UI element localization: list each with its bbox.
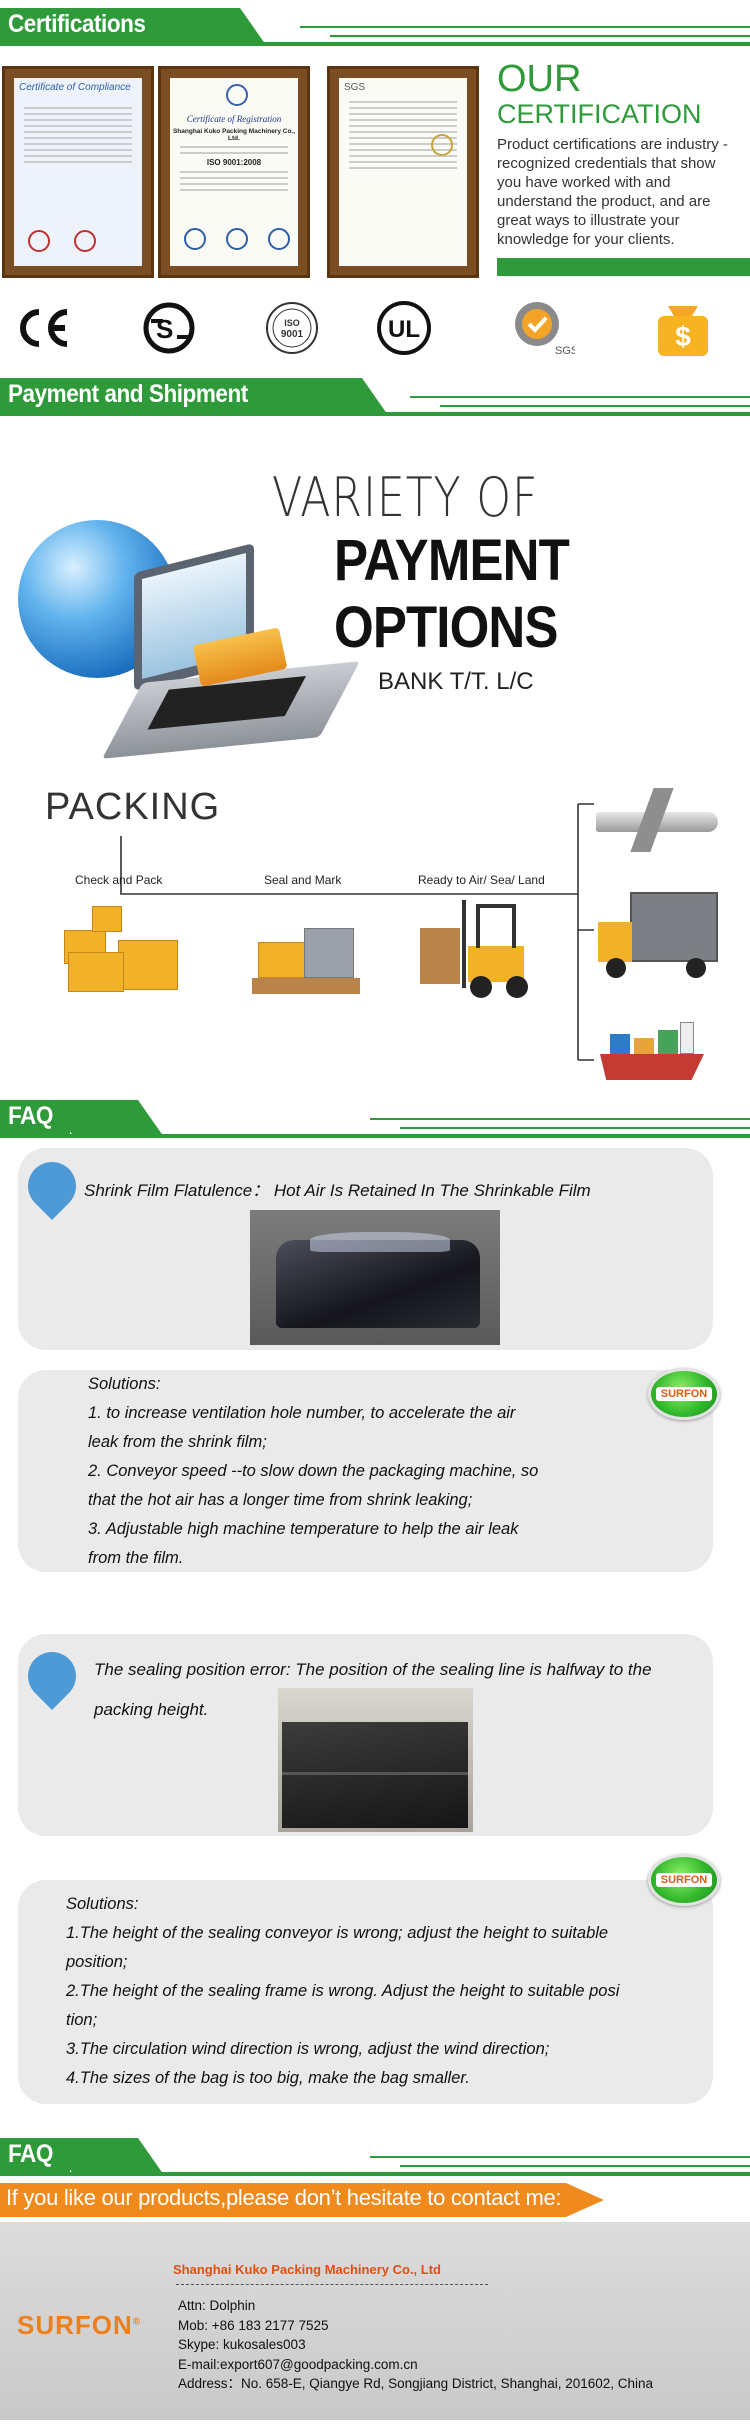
money-bag-icon: $ [650, 296, 716, 360]
solution-line: 3.The circulation wind direction is wron… [66, 2040, 550, 2058]
section-title-certifications: Certifications [8, 10, 146, 38]
surfon-badge-text: SURFON [655, 1873, 713, 1887]
contact-info: Attn: Dolphin Mob: +86 183 2177 7525 Sky… [178, 2296, 653, 2394]
contact-mobile: Mob: +86 183 2177 7525 [178, 2317, 329, 2333]
solution-title: Solutions: [66, 1895, 139, 1913]
svg-text:UL: UL [388, 316, 420, 343]
svg-text:$: $ [675, 321, 691, 352]
contact-attn: Attn: Dolphin [178, 2298, 256, 2313]
svg-text:9001: 9001 [281, 329, 304, 340]
solution-2: Solutions: 1.The height of the sealing c… [66, 1890, 619, 2093]
step-check-and-pack: Check and Pack [75, 873, 163, 887]
solution-title: Solutions: [88, 1375, 161, 1393]
certificate-frame-registration: Certificate of Registration Shanghai Kuk… [158, 66, 310, 278]
solution-line: tion; [66, 2011, 98, 2029]
certificate-title: Certificate of Compliance [19, 82, 131, 93]
contact-email[interactable]: E-mail:export607@goodpacking.com.cn [178, 2356, 418, 2372]
truck-icon [598, 892, 718, 984]
company-name: Shanghai Kuko Packing Machinery Co., Ltd [173, 2262, 441, 2277]
faq-banner: FAQ [0, 2134, 750, 2178]
our-certification-heading: OUR CERTIFICATION [497, 60, 702, 130]
csa-logo-icon: S [140, 296, 200, 360]
certificate-standard: ISO 9001:2008 [206, 158, 262, 167]
solution-line: 2.The height of the sealing frame is wro… [66, 1982, 620, 2000]
variety-of-text: VARIETY OF [272, 466, 539, 529]
product-photo-shrink-film [250, 1210, 500, 1345]
solution-line: leak from the shrink film; [88, 1433, 267, 1451]
certificate-company: Shanghai Kuko Packing Machinery Co., Ltd… [172, 128, 296, 142]
svg-text:S: S [156, 314, 173, 344]
airplane-icon [596, 788, 718, 852]
faq-banner: FAQ [0, 1096, 750, 1140]
divider [176, 2284, 488, 2285]
solution-line: that the hot air has a longer time from … [88, 1491, 473, 1509]
faq-question-2-line1: The sealing position error: The position… [94, 1660, 652, 1679]
certificate-frame-sgs: SGS [327, 66, 479, 278]
heading-our: OUR [497, 58, 582, 100]
surfon-badge: SURFON [648, 1854, 720, 1906]
contact-address: Address：No. 658-E, Qiangye Rd, Songjiang… [178, 2376, 654, 2391]
surfon-badge-text: SURFON [655, 1387, 713, 1401]
faq-solution-card [18, 1370, 713, 1572]
solution-line: 2. Conveyor speed --to slow down the pac… [88, 1462, 539, 1480]
sgs-logo-icon: SGS [508, 296, 578, 360]
payment-options-text: PAYMENT OPTIONS [334, 528, 570, 660]
step-ready-to-ship: Ready to Air/ Sea/ Land [418, 873, 545, 887]
bank-options-text: BANK T/T. L/C [378, 668, 534, 695]
svg-text:SGS: SGS [555, 345, 575, 357]
divider [497, 258, 750, 276]
solution-1: Solutions: 1. to increase ventilation ho… [88, 1370, 538, 1573]
certificate-frame-compliance: Certificate of Compliance [2, 66, 154, 278]
certification-description: Product certifications are industry -rec… [497, 136, 728, 248]
payment-banner: Payment and Shipment [0, 374, 750, 418]
ce-logo-icon [14, 296, 74, 360]
contact-footer [0, 2222, 750, 2420]
product-photo-sealing [278, 1688, 473, 1832]
packing-title: PACKING [45, 786, 221, 828]
surfon-badge: SURFON [648, 1368, 720, 1420]
solution-line: 1. to increase ventilation hole number, … [88, 1404, 516, 1422]
certifications-banner: Certifications [0, 4, 750, 48]
solution-line: 3. Adjustable high machine temperature t… [88, 1520, 519, 1538]
section-title-faq: FAQ [8, 1102, 53, 1130]
surfon-logo: SURFON® [17, 2310, 142, 2340]
contact-banner: If you like our products,please don’t he… [0, 2183, 750, 2217]
solution-line: 4.The sizes of the bag is too big, make … [66, 2069, 470, 2087]
certificate-title: SGS [344, 82, 366, 93]
faq-solution-card [18, 1880, 713, 2104]
solution-line: position; [66, 1953, 128, 1971]
heading-certification: CERTIFICATION [497, 99, 702, 129]
cargo-ship-icon [600, 1016, 704, 1084]
step-seal-and-mark: Seal and Mark [264, 873, 342, 887]
faq-question-2-line2: packing height. [94, 1700, 209, 1719]
certificate-title: Certificate of Registration [186, 114, 282, 124]
solution-line: from the film. [88, 1549, 184, 1567]
section-title-faq: FAQ [8, 2140, 53, 2168]
ul-logo-icon: UL [374, 296, 434, 360]
contact-banner-text: If you like our products,please don’t he… [6, 2185, 562, 2210]
svg-text:ISO: ISO [284, 318, 300, 328]
packing-flow-lines [120, 803, 594, 1061]
section-title-payment: Payment and Shipment [8, 380, 248, 408]
solution-line: 1.The height of the sealing conveyor is … [66, 1924, 609, 1942]
contact-skype: Skype: kukosales003 [178, 2337, 306, 2352]
faq-question-1: Shrink Film Flatulence： Hot Air Is Retai… [84, 1181, 591, 1200]
